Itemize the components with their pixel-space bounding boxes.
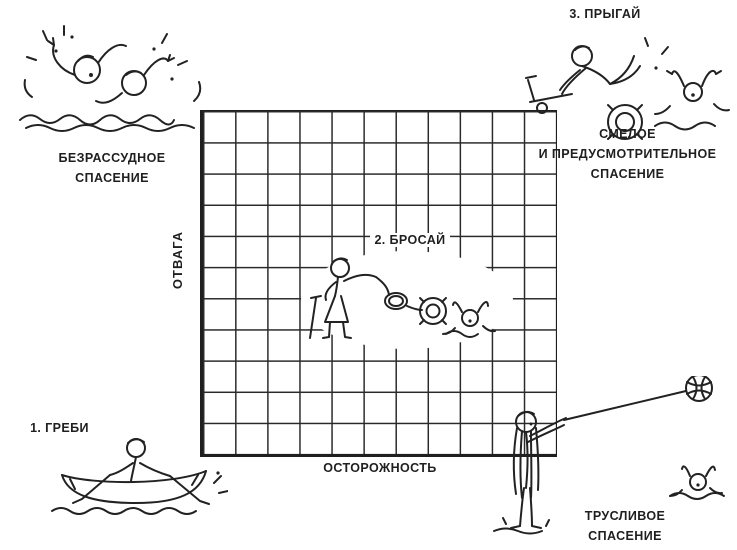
rowboat-illustration [48, 423, 228, 523]
caption-cowardly-rescue: ТРУСЛИВОЕ СПАСЕНИЕ [544, 506, 706, 546]
caption-brave-line2: И ПРЕДУСМОТРИТЕЛЬНОЕ [538, 147, 717, 161]
caption-brave-line3: СПАСЕНИЕ [590, 167, 665, 181]
caption-brave-rescue: СМЕЛОЕ И ПРЕДУСМОТРИТЕЛЬНОЕ СПАСЕНИЕ [518, 124, 737, 184]
y-axis-label: ОТВАГА [170, 230, 185, 290]
caption-reckless-rescue: БЕЗРАССУДНОЕ СПАСЕНИЕ [28, 148, 196, 188]
swimmers-drawing [12, 25, 212, 147]
pole-rescue-illustration [476, 376, 736, 544]
label-step-2-throw: 2. БРОСАЙ [360, 230, 460, 250]
rope-thrower-drawing [301, 251, 513, 349]
label-step-1-row: 1. ГРЕБИ [30, 421, 89, 435]
label-step-3-jump: 3. ПРЫГАЙ [569, 7, 641, 21]
diver-illustration [490, 24, 735, 152]
label-step-2-throw-text: 2. БРОСАЙ [370, 233, 450, 247]
caption-cowardly-line2: СПАСЕНИЕ [588, 529, 662, 543]
caption-cowardly-line1: ТРУСЛИВОЕ [584, 509, 666, 523]
diver-drawing [490, 24, 735, 152]
pole-rescue-drawing [476, 376, 736, 544]
rope-thrower-illustration [300, 250, 515, 350]
caption-reckless-line1: БЕЗРАССУДНОЕ [58, 151, 166, 165]
swimmers-illustration [12, 25, 212, 147]
caption-reckless-line2: СПАСЕНИЕ [75, 171, 149, 185]
rowboat-drawing [48, 423, 228, 523]
x-axis-label: ОСТОРОЖНОСТЬ [323, 461, 437, 475]
